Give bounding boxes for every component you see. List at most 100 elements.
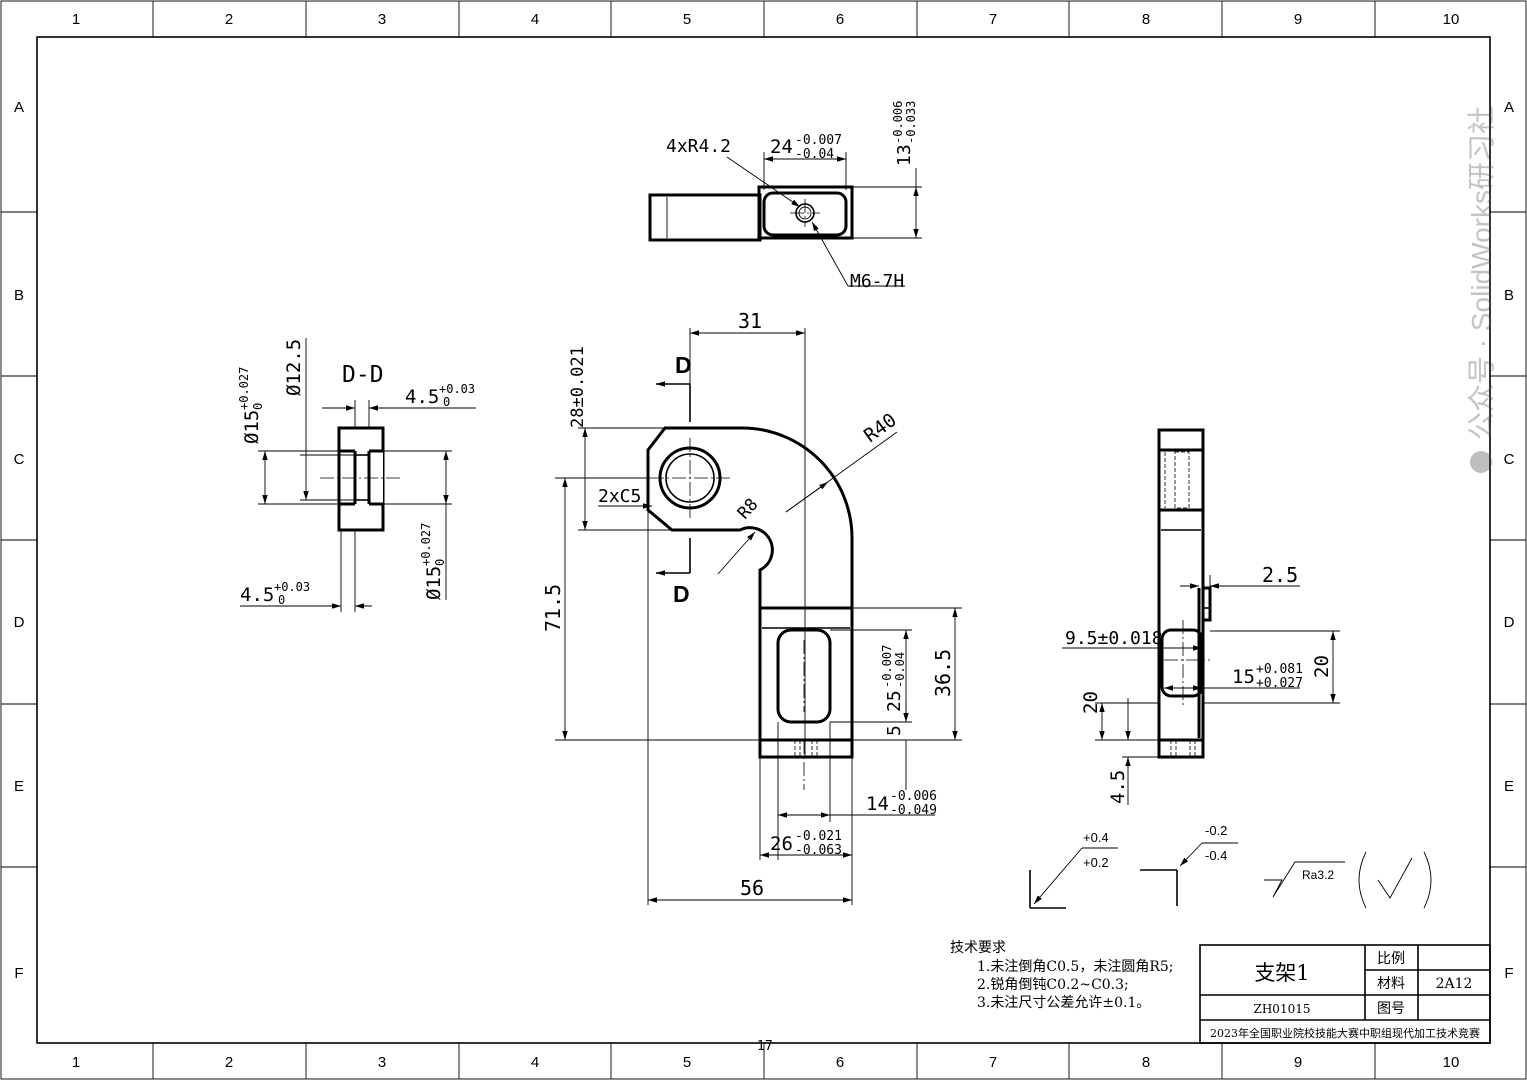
radius-r40: R40	[860, 409, 901, 447]
drawing-no-label: 图号	[1377, 1001, 1405, 1017]
row-label: A	[1504, 99, 1514, 116]
dim-9-5: 9.5±0.018	[1065, 628, 1163, 649]
dim-bottom-dia: Ø15	[423, 566, 445, 600]
dim-31: 31	[738, 309, 762, 333]
dim-13-lower: -0.033	[904, 101, 918, 144]
dim-depth-top-lower: 0	[443, 395, 450, 409]
col-label: 9	[1294, 1054, 1302, 1071]
col-label: 3	[378, 1054, 386, 1071]
section-mark-top: D	[675, 352, 692, 378]
dim-20-left: 20	[1080, 691, 1102, 714]
row-label: C	[14, 451, 25, 468]
row-labels-left: A B C D E F	[14, 99, 25, 982]
dim-36-5: 36.5	[931, 649, 955, 697]
chamfer-label: 2xC5	[598, 486, 641, 507]
row-label: C	[1504, 451, 1515, 468]
row-label: B	[1504, 287, 1514, 304]
dim-13: 13	[894, 144, 915, 166]
top-view	[648, 152, 922, 287]
dim-24: 24	[770, 136, 793, 158]
dim-26-upper: -0.021	[795, 829, 842, 844]
row-label: E	[1504, 778, 1514, 795]
col-label: 2	[225, 1054, 233, 1071]
row-labels-right: A B C D E F	[1504, 99, 1515, 982]
dim-20-right: 20	[1311, 655, 1333, 678]
col-label: 5	[683, 1054, 691, 1071]
section-title: D-D	[342, 362, 384, 388]
part-code: ZH01015	[1254, 1002, 1311, 1016]
dim-depth-top-upper: +0.03	[439, 382, 475, 396]
dim-bore-upper: +0.027	[237, 367, 251, 410]
tech-item: 1.未注倒角C0.5，未注圆角R5;	[977, 959, 1174, 975]
row-label: B	[14, 287, 24, 304]
radius-label: 4xR4.2	[666, 136, 731, 157]
col-label: 6	[836, 1054, 844, 1071]
row-label: D	[1504, 614, 1515, 631]
row-label: A	[14, 99, 24, 116]
row-label: F	[1504, 965, 1513, 982]
col-label: 4	[531, 11, 539, 28]
tol1-upper: +0.4	[1083, 830, 1109, 845]
col-label: 4	[531, 1054, 539, 1071]
col-label: 1	[72, 1054, 80, 1071]
dim-bore-lower: 0	[251, 403, 265, 410]
section-view	[240, 338, 476, 612]
dim-25: 25	[884, 690, 905, 712]
dim-14-lower: -0.049	[890, 803, 937, 818]
dim-depth-bottom-lower: 0	[278, 593, 285, 607]
svg-text:公众号 · SolidWorks研习社: 公众号 · SolidWorks研习社	[1466, 106, 1497, 440]
dim-13-upper: -0.006	[891, 101, 905, 144]
col-label: 8	[1142, 1054, 1150, 1071]
col-label: 2	[225, 11, 233, 28]
side-view-labels: 2.5 9.5±0.018 15 +0.081 +0.027 20 20 4.5	[1065, 563, 1333, 804]
col-label: 10	[1443, 1054, 1460, 1071]
section-mark-bottom: D	[673, 581, 690, 607]
dim-depth-bottom: 4.5	[240, 584, 274, 606]
col-label: 8	[1142, 11, 1150, 28]
tolerance-symbol-2: -0.2 -0.4	[1140, 823, 1238, 906]
col-label: 1	[72, 11, 80, 28]
dim-depth-bottom-upper: +0.03	[274, 580, 310, 594]
watermark: 公众号 · SolidWorks研习社	[1466, 106, 1497, 473]
dim-bottom-dia-lower: 0	[433, 559, 447, 566]
page-number: 17	[757, 1039, 773, 1054]
tol1-lower: +0.2	[1083, 855, 1109, 870]
col-label: 7	[989, 11, 997, 28]
tol2-lower: -0.4	[1205, 848, 1227, 863]
dim-14: 14	[866, 793, 889, 815]
top-view-labels: 4xR4.2 24 -0.007 -0.04 13 -0.006 -0.033 …	[666, 101, 918, 292]
scale-label: 比例	[1377, 951, 1405, 967]
dim-5: 5	[884, 725, 905, 736]
dim-15-upper: +0.081	[1256, 662, 1303, 677]
dim-56: 56	[740, 876, 764, 900]
title-block: 支架1 比例 材料 2A12 图号 ZH01015 2023年全国职业院校技能大…	[1199, 944, 1491, 1044]
thread-label: M6-7H	[850, 271, 904, 292]
dim-15: 15	[1232, 666, 1255, 688]
col-label: 6	[836, 11, 844, 28]
dim-4-5: 4.5	[1107, 770, 1129, 804]
col-label: 9	[1294, 11, 1302, 28]
roughness-value: Ra3.2	[1302, 868, 1334, 882]
col-label: 5	[683, 11, 691, 28]
row-label: E	[14, 778, 24, 795]
row-label: F	[14, 965, 23, 982]
col-label: 10	[1443, 11, 1460, 28]
material-label: 材料	[1377, 976, 1405, 992]
dim-14-upper: -0.006	[890, 789, 937, 804]
column-labels-bottom: 1 2 3 4 5 6 7 8 9 10	[72, 1054, 1460, 1071]
dim-28: 28±0.021	[568, 346, 588, 428]
dim-25-lower: -0.04	[893, 652, 907, 688]
tol2-upper: -0.2	[1205, 823, 1227, 838]
dim-15-lower: +0.027	[1256, 676, 1303, 691]
material-value: 2A12	[1436, 976, 1473, 992]
dim-25-upper: -0.007	[880, 645, 894, 688]
col-label: 7	[989, 1054, 997, 1071]
competition-title: 2023年全国职业院校技能大赛中职组现代加工技术竞赛	[1210, 1026, 1480, 1040]
side-view	[1062, 428, 1340, 805]
tech-item: 3.未注尺寸公差允许±0.1。	[977, 995, 1150, 1011]
dim-24-lower: -0.04	[795, 147, 834, 162]
col-label: 3	[378, 11, 386, 28]
section-view-labels: D-D Ø15 +0.027 0 Ø12.5 4.5 +0.03 0 4.5 +…	[237, 339, 475, 607]
dim-bore-dia: Ø15	[241, 410, 263, 444]
